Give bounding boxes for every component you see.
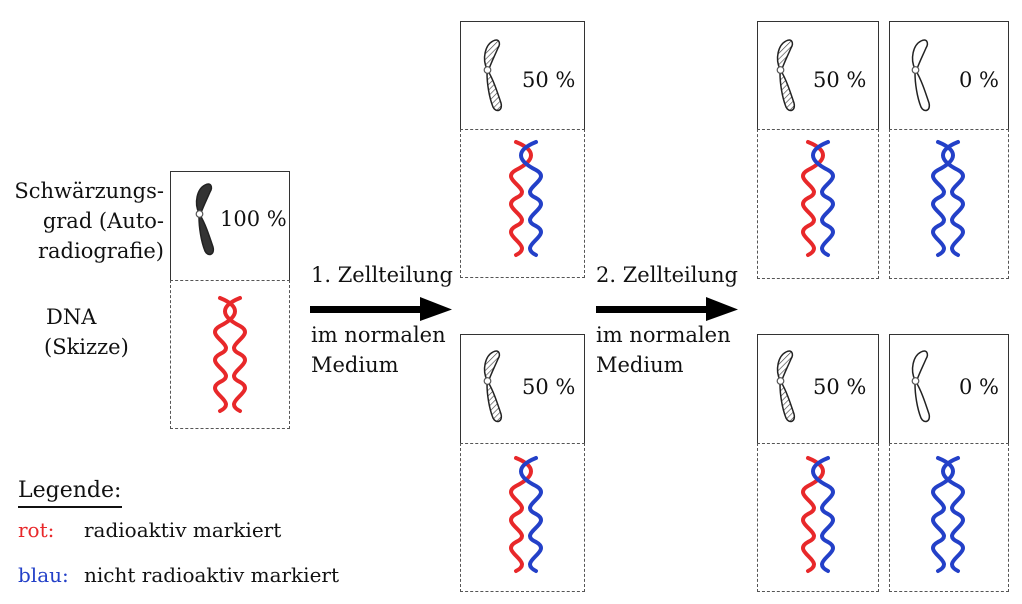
step-1-title: 1. Zellteilung — [311, 263, 453, 287]
chromosome-hatched-icon — [483, 39, 503, 112]
step-1-subtitle: im normalen Medium — [311, 320, 446, 380]
step-2-subtitle-line-2: Medium — [596, 353, 684, 377]
chromosome-hatched-icon — [776, 350, 796, 423]
cell-gen2-c-chromosome-box — [757, 334, 879, 444]
step-1-subtitle-line-2: Medium — [311, 353, 399, 377]
cell-gen2-b-percent: 0 % — [959, 68, 999, 92]
legend-underline — [18, 506, 122, 508]
chromosome-white-icon — [911, 350, 931, 423]
legend-key-red: rot: — [18, 518, 55, 542]
cell-gen2-d-chromosome-box — [889, 334, 1009, 444]
chromosome-hatched-icon — [483, 350, 503, 423]
chromosome-dark-icon — [195, 183, 215, 256]
row-label-dna-line-1: DNA — [46, 305, 97, 329]
row-label-dna-line-2: (Skizze) — [44, 335, 129, 359]
cell-gen2-c-dna-box — [757, 443, 879, 592]
row-label-blackening: Schwärzungs- grad (Auto- radiografie) — [14, 176, 164, 266]
legend-text-blue: nicht radioaktiv markiert — [84, 563, 340, 587]
chromosome-hatched-icon — [776, 39, 796, 112]
dna-red-blue-helix-icon — [801, 456, 835, 573]
legend-key-blue: blau: — [18, 563, 69, 587]
dna-blue-helix-icon — [931, 140, 965, 257]
dna-blue-helix-icon — [931, 456, 965, 573]
dna-red-blue-helix-icon — [509, 140, 543, 257]
cell-gen2-c-percent: 50 % — [813, 375, 867, 399]
cell-gen2-d-dna-box — [889, 443, 1009, 592]
chromosome-white-icon — [911, 39, 931, 112]
cell-gen1-top-dna-box — [460, 129, 585, 278]
row-label-blackening-line-3: radiografie) — [38, 239, 164, 263]
cell-gen2-a-percent: 50 % — [813, 68, 867, 92]
step-2-subtitle: im normalen Medium — [596, 320, 731, 380]
row-label-blackening-line-1: Schwärzungs- — [14, 179, 164, 203]
cell-gen2-a-dna-box — [757, 129, 879, 279]
row-label-blackening-line-2: grad (Auto- — [42, 209, 164, 233]
dna-red-blue-helix-icon — [509, 456, 543, 573]
cell-parent-percent: 100 % — [220, 207, 287, 231]
cell-gen1-top-chromosome-box — [460, 21, 585, 130]
arrow-right-icon — [596, 297, 738, 321]
step-2-title: 2. Zellteilung — [596, 263, 738, 287]
step-1-subtitle-line-1: im normalen — [311, 323, 446, 347]
step-2-subtitle-line-1: im normalen — [596, 323, 731, 347]
legend-text-red: radioaktiv markiert — [84, 518, 282, 542]
cell-gen2-b-chromosome-box — [889, 21, 1009, 130]
row-label-dna: DNA (Skizze) — [44, 302, 144, 362]
cell-parent-chromosome-box — [170, 171, 290, 281]
cell-gen2-a-chromosome-box — [757, 21, 879, 130]
cell-gen1-bottom-chromosome-box — [460, 334, 585, 444]
cell-gen2-b-dna-box — [889, 129, 1009, 279]
dna-red-helix-icon — [213, 296, 247, 413]
dna-red-blue-helix-icon — [801, 140, 835, 257]
arrow-right-icon — [310, 297, 452, 321]
legend-title: Legende: — [18, 478, 122, 503]
cell-gen2-d-percent: 0 % — [959, 375, 999, 399]
cell-gen1-bottom-percent: 50 % — [522, 375, 576, 399]
cell-gen1-top-percent: 50 % — [522, 68, 576, 92]
